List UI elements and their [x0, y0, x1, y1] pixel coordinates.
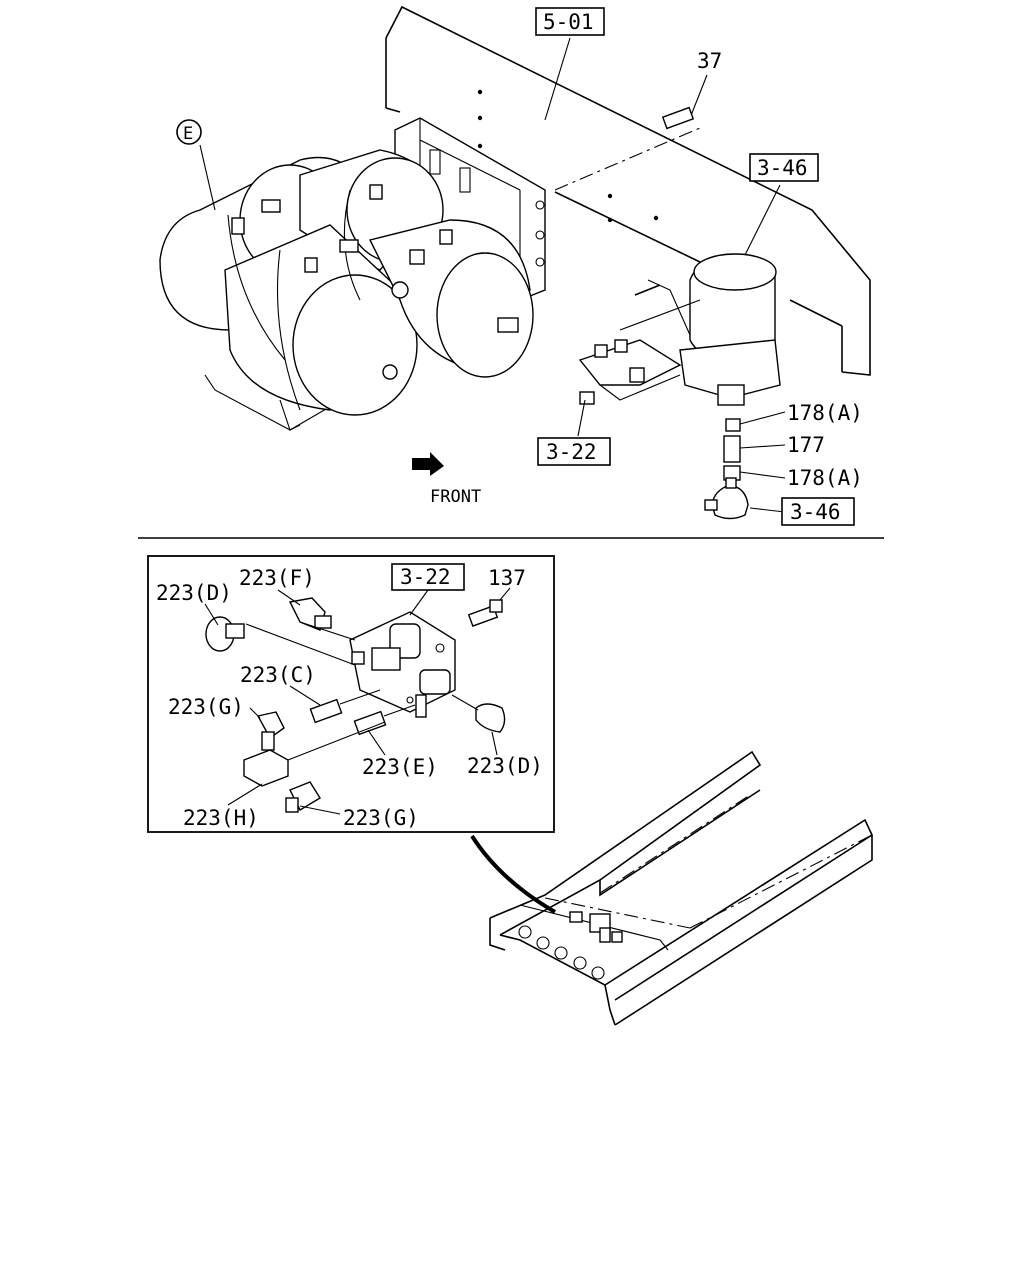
- part-223d-left-label: 223(D): [156, 581, 232, 605]
- part-223f-label: 223(F): [239, 566, 315, 590]
- air-dryer: [619, 253, 781, 406]
- part-223g-bottom-label: 223(G): [343, 806, 419, 830]
- part-223c-label: 223(C): [240, 663, 316, 687]
- part-178a-top-label: 178(A): [787, 401, 863, 425]
- front-arrow-icon: [412, 452, 444, 476]
- inset-fittings: [205, 597, 506, 813]
- part-223e-label: 223(E): [362, 755, 438, 779]
- ref-5-01-label: 5-01: [543, 10, 594, 34]
- inset-leader-curve: [470, 834, 557, 914]
- ref-3-46-top-label: 3-46: [757, 156, 808, 180]
- ref-box-3-22-inset: [391, 563, 465, 591]
- ref-3-22-inset-label: 3-22: [400, 565, 451, 589]
- part-223g-left-label: 223(G): [168, 695, 244, 719]
- part-177-label: 177: [787, 433, 825, 457]
- ref-box-3-22-main: [537, 437, 611, 466]
- front-label: FRONT: [430, 487, 481, 507]
- part-223d-right-label: 223(D): [467, 754, 543, 778]
- fitting-stack: [704, 418, 749, 520]
- ref-box-3-46-bottom: [781, 497, 855, 526]
- air-tanks: [159, 149, 534, 416]
- ref-box-5-01: [535, 7, 605, 36]
- ref-3-22-main-label: 3-22: [546, 440, 597, 464]
- chassis-underside: [489, 750, 874, 1026]
- part-178a-bottom-label: 178(A): [787, 466, 863, 490]
- inset-callouts: [204, 587, 511, 815]
- inset-frame: [147, 555, 555, 833]
- callouts-main: [199, 37, 786, 513]
- ref-3-46-bottom-label: 3-46: [790, 500, 841, 524]
- circle-e-marker: [176, 119, 202, 145]
- part-137-label: 137: [488, 566, 526, 590]
- valve-assembly-main: [578, 339, 682, 405]
- ref-box-3-46-top: [749, 153, 819, 182]
- inset-valve: [349, 611, 456, 718]
- frame-rail: [385, 5, 871, 376]
- circle-e-label: E: [183, 124, 193, 144]
- part-37-label: 37: [697, 49, 722, 73]
- part-223h-label: 223(H): [183, 806, 259, 830]
